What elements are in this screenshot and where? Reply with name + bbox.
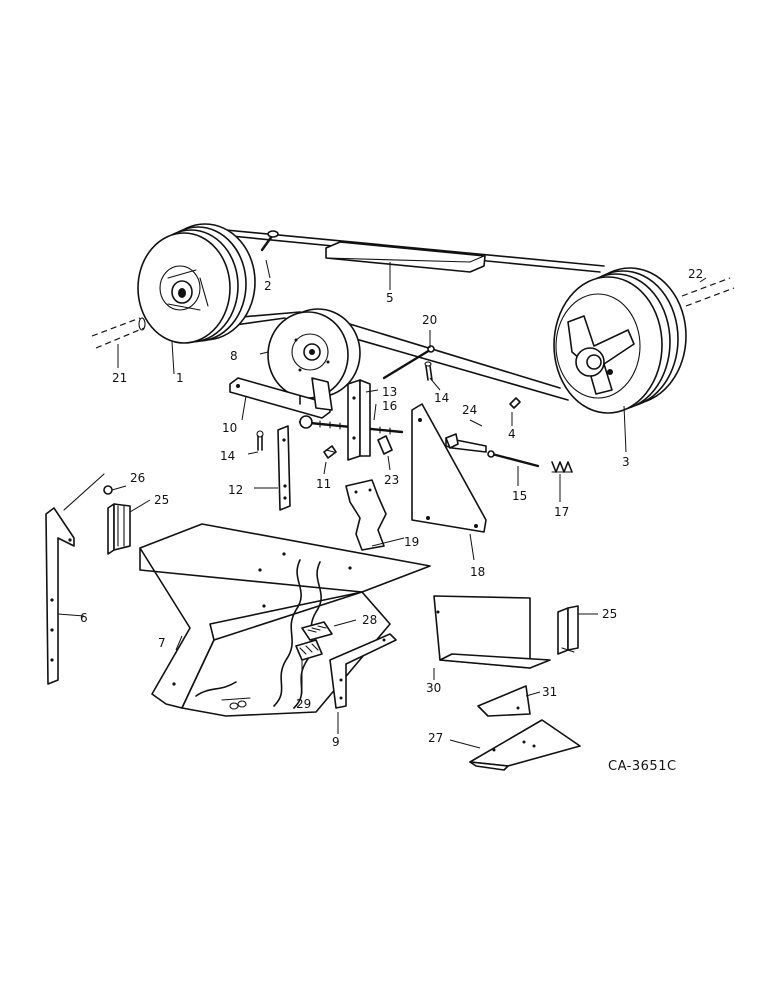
key-part-4 [509, 397, 521, 409]
drawing-code-label: CA-3651C [608, 759, 677, 774]
callout-7: 7 [158, 636, 166, 650]
callout-23: 23 [384, 473, 399, 487]
callout-25-left: 25 [154, 493, 169, 507]
callout-19: 19 [404, 535, 419, 549]
right-shaft-part-22 [681, 277, 735, 307]
left-sheave-part-1 [137, 223, 256, 344]
clip-part-29 [295, 639, 323, 661]
belt-guide-part-5 [325, 241, 486, 273]
callout-14-right: 14 [434, 391, 449, 405]
callout-26: 26 [130, 471, 145, 485]
callout-3: 3 [622, 455, 630, 469]
callout-31: 31 [542, 685, 557, 699]
callout-28: 28 [362, 613, 377, 627]
sleeve-part-23 [377, 435, 393, 455]
callout-13: 13 [382, 385, 397, 399]
callout-15: 15 [512, 489, 527, 503]
u-bracket-part-25-left [107, 503, 131, 555]
callout-8: 8 [230, 349, 238, 363]
rod-part-15 [487, 450, 540, 468]
large-shield-part-7 [139, 523, 431, 717]
callout-1: 1 [176, 371, 184, 385]
strap-part-12 [277, 425, 291, 511]
callout-24: 24 [462, 403, 477, 417]
wedge-bracket-part-27 [469, 719, 581, 771]
callout-17: 17 [554, 505, 569, 519]
callout-5: 5 [386, 291, 394, 305]
callout-21: 21 [112, 371, 127, 385]
nut-part-11 [323, 445, 337, 459]
callout-11: 11 [316, 477, 331, 491]
callout-18: 18 [470, 565, 485, 579]
callout-9: 9 [332, 735, 340, 749]
triangle-bracket-part-31 [477, 685, 531, 717]
callout-16: 16 [382, 399, 397, 413]
bracket-part-13 [347, 379, 371, 461]
left-shaft-part-21 [91, 317, 146, 349]
callout-10: 10 [222, 421, 237, 435]
long-strap-part-6 [45, 473, 105, 685]
callout-12: 12 [228, 483, 243, 497]
clip-part-28 [301, 621, 333, 641]
callout-4: 4 [508, 427, 516, 441]
callout-30: 30 [426, 681, 441, 695]
bushing-part-26 [103, 485, 113, 495]
plate-part-18 [411, 403, 487, 533]
idler-arm-part-10 [229, 377, 333, 419]
cotter-pin-part-14-left [256, 430, 264, 451]
idler-pulley-part-8 [267, 308, 361, 399]
callout-leaders [57, 259, 707, 749]
callout-20: 20 [422, 313, 437, 327]
callout-labels: 1 2 3 4 5 6 7 8 9 10 11 12 13 14 14 15 1… [80, 267, 703, 749]
callout-27: 27 [428, 731, 443, 745]
cotter-pin-part-14-right [424, 361, 433, 381]
callout-25-right: 25 [602, 607, 617, 621]
callout-22: 22 [688, 267, 703, 281]
callout-2: 2 [264, 279, 272, 293]
callout-29: 29 [296, 697, 311, 711]
pin-part-2 [260, 230, 279, 252]
shield-part-19 [345, 479, 387, 551]
angle-bracket-part-9 [329, 633, 397, 709]
callout-6: 6 [80, 611, 88, 625]
callout-14-left: 14 [220, 449, 235, 463]
u-bracket-part-25-right [557, 605, 579, 655]
plate-part-30 [433, 595, 551, 669]
spring-part-17 [551, 461, 573, 473]
bracket-part-24 [445, 433, 487, 453]
right-sheave-part-3 [553, 267, 687, 414]
